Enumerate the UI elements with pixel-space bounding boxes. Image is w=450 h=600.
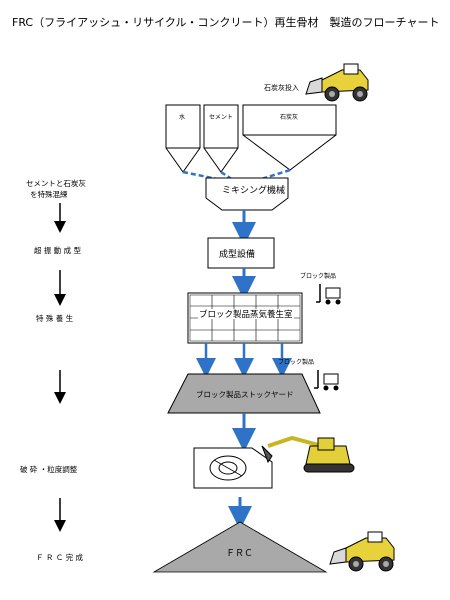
block-product-label-2: ブロック製品 [278, 358, 314, 366]
excavator-icon [261, 435, 355, 473]
frc-pile: ＦＲＣ [152, 521, 328, 573]
process-label-mixing-line2: を特殊混練 [30, 189, 68, 199]
crusher-machine [193, 447, 273, 489]
flow-arrows-3 [196, 343, 292, 378]
water-silo-label: 水 [179, 113, 185, 121]
cement-silo-label: セメント [209, 114, 233, 121]
process-label-crushing: 破 砕 ・粒度調整 [20, 464, 78, 474]
process-label-vibration: 超 振 動 成 型 [34, 245, 82, 255]
steam-curing-room: ブロック製品蒸気養生室 [187, 292, 303, 344]
forming-equipment: 成型設備 [207, 237, 275, 269]
water-silo: 水 [165, 104, 201, 173]
process-label-curing: 特 殊 養 生 [36, 313, 74, 323]
wheel-loader-icon-2 [329, 531, 395, 572]
forming-equipment-label: 成型設備 [219, 248, 255, 260]
forklift-icon-2 [314, 370, 339, 391]
frc-pile-label: ＦＲＣ [226, 549, 253, 559]
process-label-mixing: セメントと石炭灰 を特殊混練 [26, 178, 88, 199]
mixing-machine: ミキシング機械 [205, 177, 289, 211]
mixing-machine-label: ミキシング機械 [222, 184, 285, 196]
process-label-mixing-line1: セメントと石炭灰 [26, 178, 86, 188]
block-product-label-1: ブロック製品 [300, 272, 336, 280]
coal-ash-input-label: 石炭灰投入 [264, 83, 299, 92]
cement-silo: セメント [203, 104, 239, 173]
page-title: FRC（フライアッシュ・リサイクル・コンクリート）再生骨材 製造のフローチャート [12, 15, 439, 29]
block-stockyard: ブロック製品ストックヤード [167, 373, 321, 414]
wheel-loader-icon [305, 63, 369, 102]
coal-ash-silo: 石炭灰 [242, 104, 337, 171]
stockyard-label: ブロック製品ストックヤード [196, 389, 294, 399]
curing-room-label: ブロック製品蒸気養生室 [199, 309, 293, 320]
forklift-icon [316, 284, 341, 305]
coal-ash-silo-label: 石炭灰 [280, 113, 298, 121]
process-label-frc-complete: Ｆ Ｒ Ｃ 完 成 [36, 552, 84, 562]
